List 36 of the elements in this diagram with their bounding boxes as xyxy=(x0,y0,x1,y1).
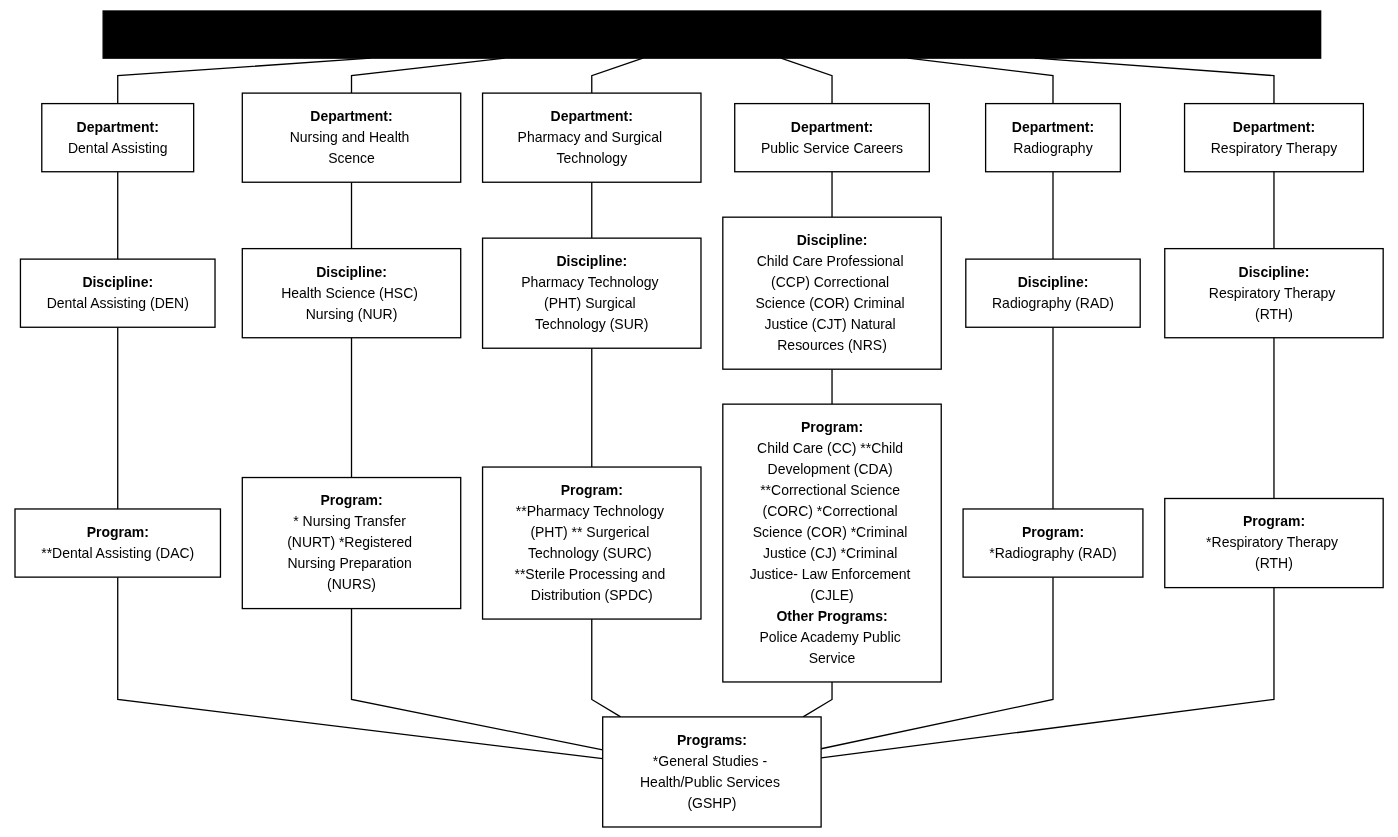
connector xyxy=(116,326,119,510)
node-bar xyxy=(102,9,1322,59)
node-box: Program: **Pharmacy Technology (PHT) ** Surgerical Technology (SURC) **Sterile Processing and Distribution (SPDC) xyxy=(481,465,702,620)
node-box: Discipline: Radiography (RAD) xyxy=(965,257,1141,328)
connector xyxy=(831,368,833,405)
connector xyxy=(1052,170,1054,260)
connector xyxy=(591,617,622,718)
node-box: Program: **Dental Assisting (DAC) xyxy=(14,507,222,578)
node-box: Discipline: Respiratory Therapy (RTH) xyxy=(1164,247,1384,338)
connector xyxy=(116,170,119,260)
node-box: Programs: *General Studies - Health/Public Services (GSHP) xyxy=(601,715,822,828)
node-box: Program: * Nursing Transfer (NURT) *Registered Nursing Preparation (NURS) xyxy=(241,476,462,609)
connector xyxy=(1273,170,1275,249)
node-box: Program: *Radiography (RAD) xyxy=(962,507,1144,578)
connector xyxy=(802,680,833,718)
connector xyxy=(591,181,593,239)
node-box: Department: Nursing and Health Scence xyxy=(241,91,462,183)
node-box: Department: Respiratory Therapy xyxy=(1183,102,1364,172)
connector xyxy=(1052,326,1054,510)
connector xyxy=(831,170,833,218)
node-box: Department: Dental Assisting xyxy=(41,102,195,172)
connector xyxy=(591,347,593,468)
node-box: Discipline: Pharmacy Technology (PHT) Surgical Technology (SUR) xyxy=(481,237,702,349)
node-box: Department: Pharmacy and Surgical Technology xyxy=(481,91,702,183)
node-box: Department: Public Service Careers xyxy=(734,102,930,172)
node-box: Program: Child Care (CC) **Child Development (CDA) **Correctional Science (CORC) *Correctional Science (COR) *Criminal Justice (CJ) *Criminal Justice- Law Enforcement (CJLE) Other Programs: Police Academy Public Service xyxy=(722,403,942,683)
connector xyxy=(591,57,644,94)
connector xyxy=(1273,336,1275,499)
connector xyxy=(350,181,353,249)
node-box: Discipline: Dental Assisting (DEN) xyxy=(19,257,216,328)
node-box: Department: Radiography xyxy=(984,102,1121,172)
connector xyxy=(350,336,353,478)
node-box: Discipline: Child Care Professional (CCP) Correctional Science (COR) Criminal Justice (CJT) Natural Resources (NRS) xyxy=(722,216,942,370)
node-box: Discipline: Health Science (HSC) Nursing (NUR) xyxy=(241,247,462,338)
connector xyxy=(780,57,833,104)
node-box: Program: *Respiratory Therapy (RTH) xyxy=(1164,497,1384,588)
